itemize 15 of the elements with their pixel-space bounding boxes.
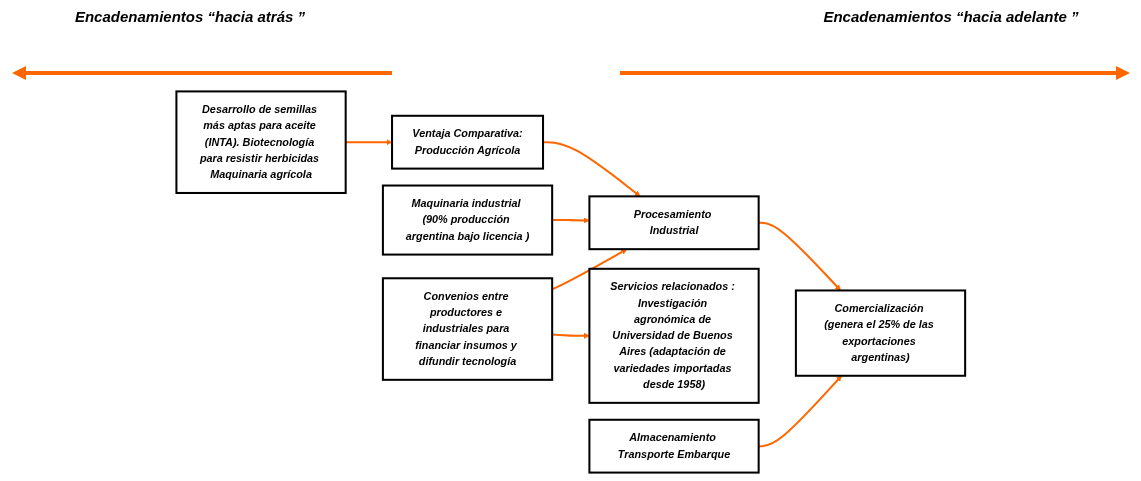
node-box: Comercialización (genera el 25% de las exportaciones argentinas) [794, 289, 966, 377]
arrow [542, 141, 641, 197]
arrow [551, 332, 590, 339]
node-box: Desarrollo de semillas más aptas para aceite (INTA). Biotecnología para resistir herbicidas Maquinaria agrícola [175, 90, 347, 194]
node-box: Procesamiento Industrial [588, 195, 760, 251]
node-box: Servicios relacionados : Investigación agronómica de Universidad de Buenos Aires (adaptación de variedades importadas desde 1958) [588, 267, 760, 404]
section-heading: Encadenamientos “hacia adelante ” [822, 8, 1080, 25]
arrow [551, 217, 590, 224]
node-box: Almacenamiento Transporte Embarque [588, 418, 760, 474]
node-box: Convenios entre productores e industriales para financiar insumos y difundir tecnología [381, 277, 553, 381]
arrow [758, 375, 842, 448]
node-box: Ventaja Comparativa: Producción Agrícola [390, 114, 544, 170]
section-heading: Encadenamientos “hacia atrás ” [73, 8, 307, 25]
arrow [758, 221, 841, 291]
node-box: Maquinaria industrial (90% producción argentina bajo licencia ) [381, 184, 553, 256]
